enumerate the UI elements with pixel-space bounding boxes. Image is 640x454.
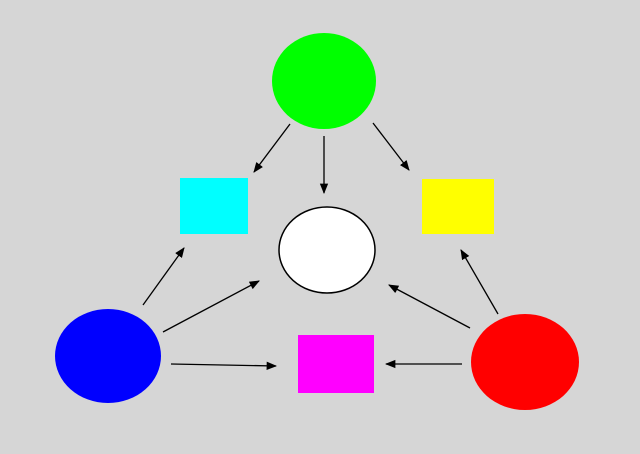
cyan-square <box>180 178 248 234</box>
arrow-blue-circle-to-white-circle <box>162 280 260 333</box>
red-circle <box>471 314 579 410</box>
arrow-blue-circle-to-magenta-square <box>170 361 278 370</box>
green-circle <box>272 33 376 129</box>
blue-circle <box>55 309 161 403</box>
yellow-square <box>422 179 494 234</box>
arrow-red-circle-to-white-circle <box>388 284 471 329</box>
arrow-red-circle-to-yellow-square <box>460 249 499 315</box>
arrow-blue-circle-to-cyan-square <box>142 247 185 306</box>
white-circle <box>278 206 376 294</box>
arrow-green-circle-to-yellow-square <box>372 122 410 171</box>
arrow-green-circle-to-cyan-square <box>253 123 291 173</box>
magenta-square <box>298 335 374 393</box>
